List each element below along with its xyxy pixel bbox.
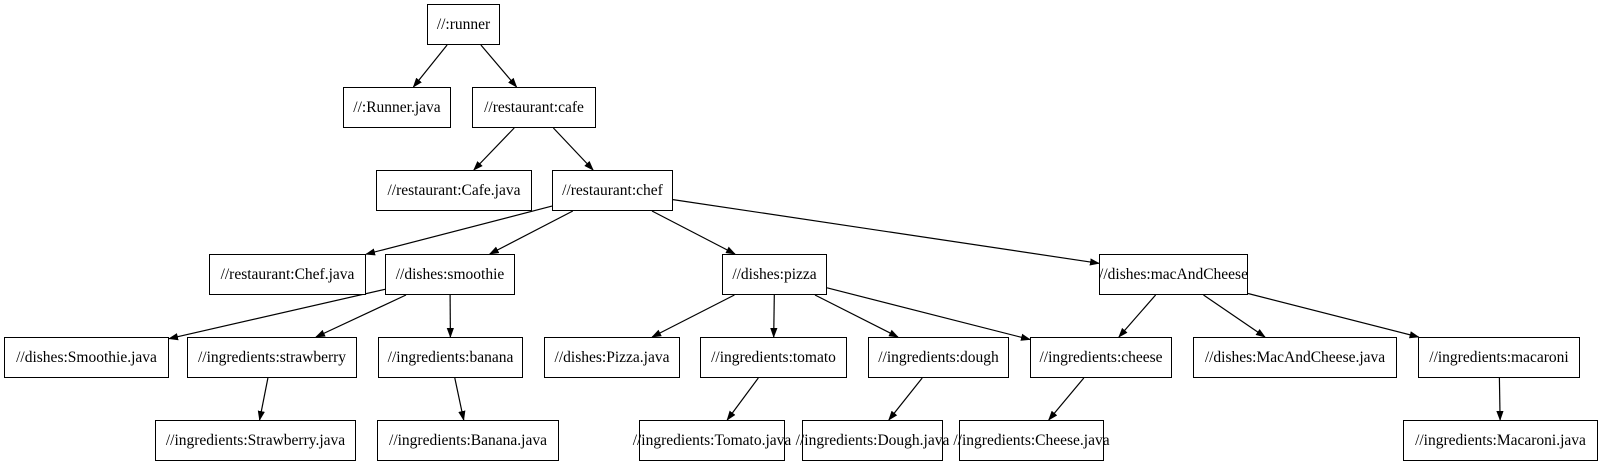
graph-node-label: //restaurant:Chef.java xyxy=(220,265,355,283)
graph-edge-dough-to-dough-java xyxy=(888,377,923,421)
graph-edge-cafe-to-chef xyxy=(552,127,594,171)
graph-node-label: //restaurant:Cafe.java xyxy=(387,181,521,199)
graph-edge-chef-to-mac-and-cheese xyxy=(672,199,1100,266)
graph-node-tomato-java: //ingredients:Tomato.java xyxy=(633,420,791,461)
graph-node-mac-and-cheese-java: //dishes:MacAndCheese.java xyxy=(1193,337,1397,378)
graph-node-label: //ingredients:Macaroni.java xyxy=(1415,431,1586,449)
graph-node-label: //ingredients:Dough.java xyxy=(795,431,950,449)
graph-node-label: //restaurant:cafe xyxy=(484,98,584,116)
graph-node-strawberry: //ingredients:strawberry xyxy=(187,337,357,378)
graph-edge-smoothie-to-strawberry xyxy=(315,294,407,338)
graph-edge-macaroni-to-macaroni-java xyxy=(1496,377,1504,421)
graph-node-strawberry-java: //ingredients:Strawberry.java xyxy=(155,420,356,461)
graph-node-label: //ingredients:Strawberry.java xyxy=(165,431,346,449)
graph-node-label: //ingredients:banana xyxy=(387,348,514,366)
graph-node-label: //dishes:pizza xyxy=(732,265,817,283)
graph-node-smoothie: //dishes:smoothie xyxy=(385,254,515,295)
graph-edge-cheese-to-cheese-java xyxy=(1048,377,1085,421)
graph-node-label: //ingredients:dough xyxy=(878,348,999,366)
graph-node-cafe-java: //restaurant:Cafe.java xyxy=(376,170,532,211)
graph-edge-tomato-to-tomato-java xyxy=(726,377,759,421)
graph-edge-banana-to-banana-java xyxy=(454,377,466,421)
graph-node-label: //dishes:Smoothie.java xyxy=(16,348,157,366)
graph-node-chef: //restaurant:chef xyxy=(552,170,673,211)
graph-edge-cafe-to-cafe-java xyxy=(473,127,515,171)
graph-node-runner: //:runner xyxy=(427,4,500,45)
graph-node-label: //ingredients:Cheese.java xyxy=(953,431,1110,449)
graph-node-label: //ingredients:Tomato.java xyxy=(632,431,792,449)
graph-node-runner-java: //:Runner.java xyxy=(343,87,451,128)
graph-node-dough: //ingredients:dough xyxy=(868,337,1009,378)
graph-node-label: //restaurant:chef xyxy=(562,181,663,199)
graph-edge-pizza-to-pizza-java xyxy=(651,294,735,338)
graph-node-tomato: //ingredients:tomato xyxy=(700,337,847,378)
graph-node-cheese: //ingredients:cheese xyxy=(1030,337,1172,378)
graph-node-pizza-java: //dishes:Pizza.java xyxy=(544,337,680,378)
graph-node-cafe: //restaurant:cafe xyxy=(472,87,596,128)
graph-node-label: //ingredients:macaroni xyxy=(1429,348,1569,366)
graph-node-macaroni: //ingredients:macaroni xyxy=(1418,337,1580,378)
graph-node-label: //ingredients:tomato xyxy=(711,348,836,366)
graph-node-label: //:Runner.java xyxy=(353,98,441,116)
graph-edge-smoothie-to-smoothie-java xyxy=(168,288,386,341)
graph-edge-mac-and-cheese-to-cheese xyxy=(1118,294,1157,338)
graph-edge-mac-and-cheese-to-mac-and-cheese-java xyxy=(1203,294,1266,338)
graph-node-label: //dishes:macAndCheese xyxy=(1099,265,1248,283)
graph-edge-strawberry-to-strawberry-java xyxy=(257,377,269,421)
graph-node-pizza: //dishes:pizza xyxy=(722,254,827,295)
graph-edge-mac-and-cheese-to-macaroni xyxy=(1247,292,1420,339)
graph-edges xyxy=(168,44,1504,421)
graph-node-chef-java: //restaurant:Chef.java xyxy=(209,254,366,295)
graph-edge-chef-to-chef-java xyxy=(365,205,553,256)
graph-edge-pizza-to-tomato xyxy=(770,294,778,338)
graph-node-cheese-java: //ingredients:Cheese.java xyxy=(953,420,1110,461)
graph-node-label: //ingredients:Banana.java xyxy=(389,431,547,449)
graph-node-banana-java: //ingredients:Banana.java xyxy=(377,420,559,461)
graph-node-label: //ingredients:strawberry xyxy=(197,348,347,366)
graph-node-mac-and-cheese: //dishes:macAndCheese xyxy=(1099,254,1248,295)
graph-node-label: //ingredients:cheese xyxy=(1039,348,1163,366)
graph-edge-pizza-to-cheese xyxy=(826,287,1031,341)
graph-node-banana: //ingredients:banana xyxy=(378,337,523,378)
graph-edge-runner-to-runner-java xyxy=(412,44,448,88)
graph-edge-chef-to-smoothie xyxy=(488,210,574,255)
graph-edge-runner-to-cafe xyxy=(480,44,518,88)
graph-edge-chef-to-pizza xyxy=(651,210,736,255)
graph-node-label: //:runner xyxy=(436,15,491,33)
graph-node-macaroni-java: //ingredients:Macaroni.java xyxy=(1403,420,1598,461)
graph-node-dough-java: //ingredients:Dough.java xyxy=(796,420,949,461)
graph-edge-pizza-to-dough xyxy=(814,294,899,338)
graph-node-label: //dishes:smoothie xyxy=(395,265,505,283)
graph-node-smoothie-java: //dishes:Smoothie.java xyxy=(4,337,169,378)
graph-node-label: //dishes:Pizza.java xyxy=(554,348,670,366)
graph-node-label: //dishes:MacAndCheese.java xyxy=(1204,348,1386,366)
